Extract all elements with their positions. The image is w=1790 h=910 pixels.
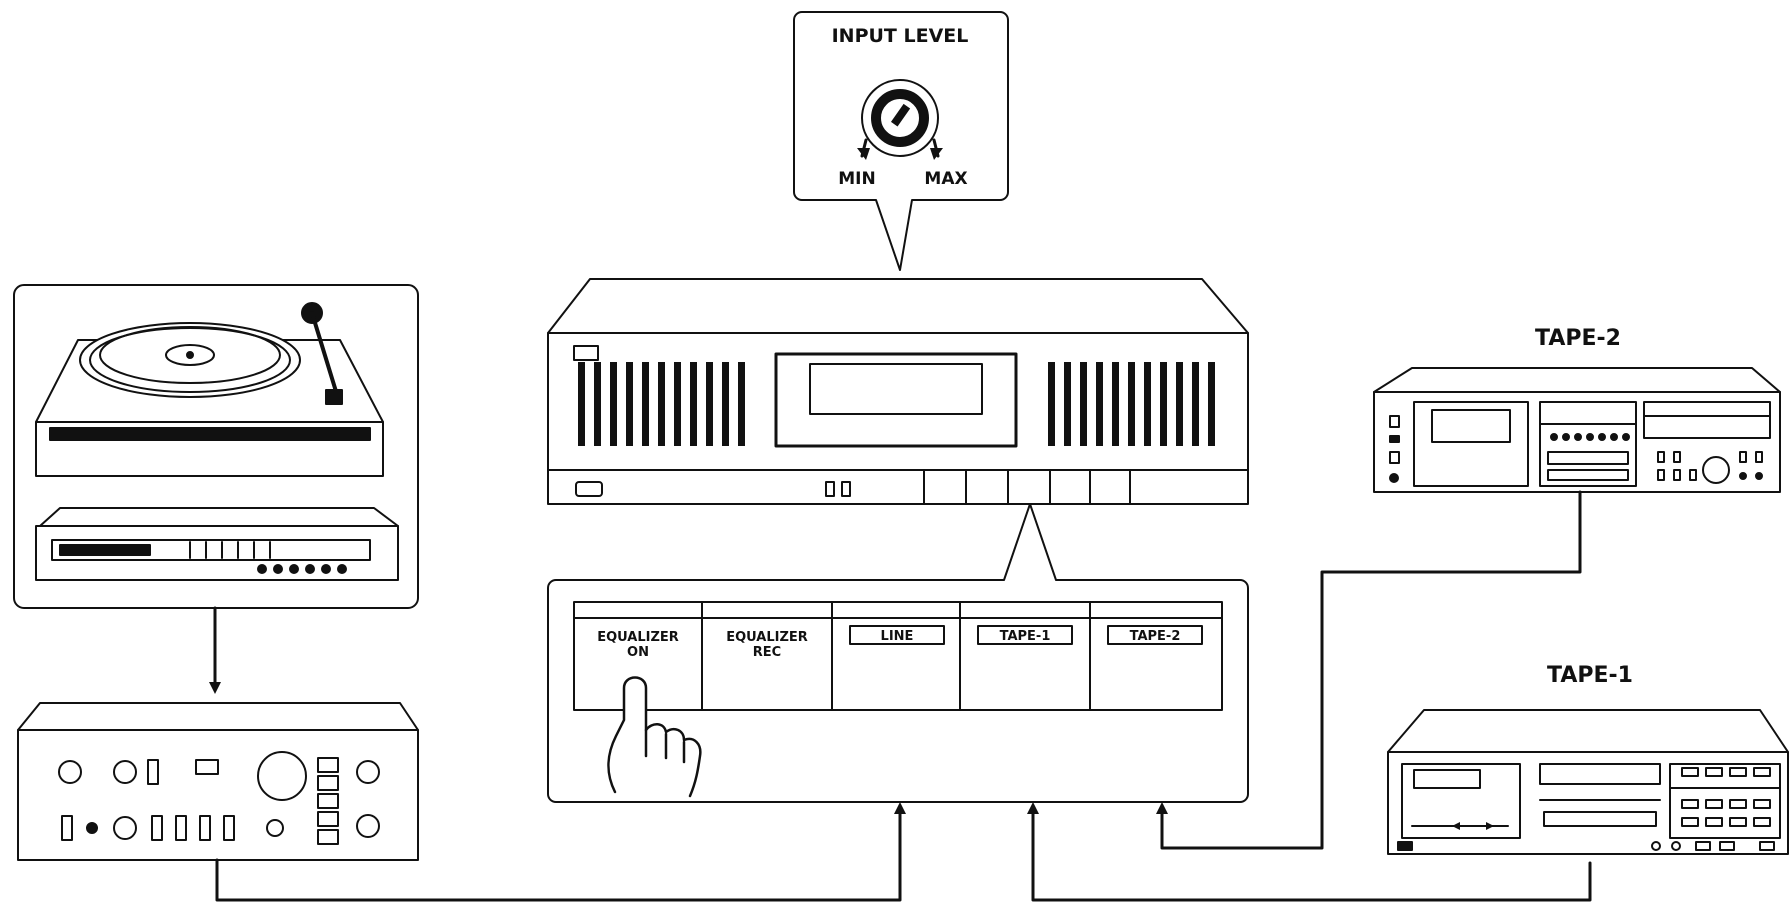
turntable (36, 303, 383, 476)
equalizer-rec-label-line1: EQUALIZER (726, 630, 808, 645)
amplifier (18, 703, 418, 860)
tape-2-button-label: TAPE-2 (1130, 629, 1181, 644)
tape-1-deck (1388, 710, 1788, 854)
tape-2-deck (1374, 368, 1780, 492)
max-label: MAX (924, 169, 967, 189)
tape-1-deck-label: TAPE-1 (1547, 663, 1633, 688)
equalizer-rec-label-line2: REC (753, 645, 781, 660)
source-components-box (14, 285, 418, 608)
min-label: MIN (838, 169, 875, 189)
button-panel-callout: EQUALIZER ON EQUALIZER REC LINE TAPE-1 T… (548, 504, 1248, 802)
left-slider-bank (578, 362, 745, 446)
graphic-equalizer (548, 279, 1248, 504)
input-level-title: INPUT LEVEL (832, 25, 969, 47)
tape-1-button-label: TAPE-1 (1000, 629, 1051, 644)
tuner (36, 508, 398, 580)
tape-2-deck-label: TAPE-2 (1535, 326, 1621, 351)
line-button-label: LINE (881, 629, 914, 644)
equalizer-on-label-line1: EQUALIZER (597, 630, 679, 645)
right-slider-bank (1048, 362, 1215, 446)
equalizer-on-label-line2: ON (627, 645, 649, 660)
input-level-callout: INPUT LEVEL MIN MAX (794, 12, 1008, 270)
